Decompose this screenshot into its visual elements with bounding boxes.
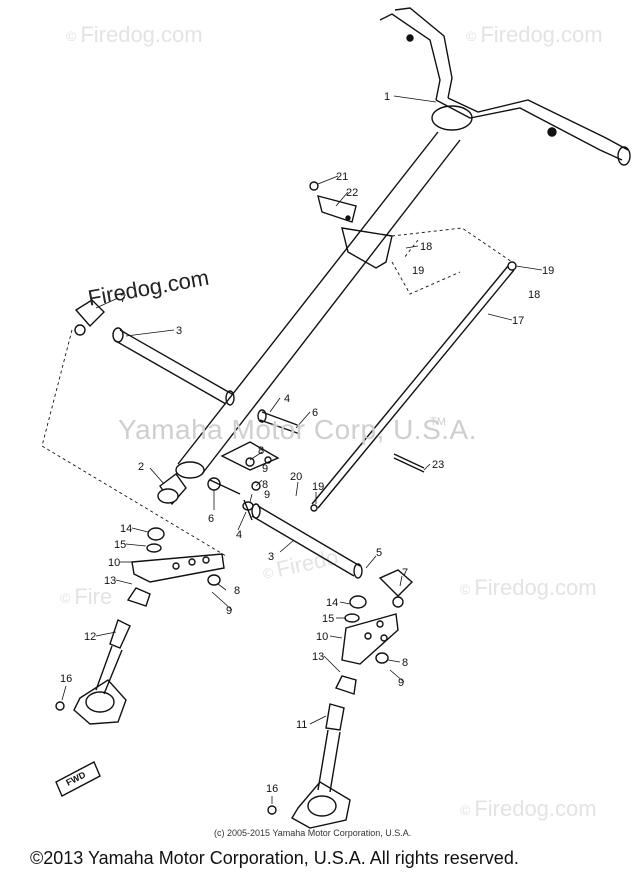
callout-13-right: 13 xyxy=(312,651,324,663)
leader-lines xyxy=(61,95,543,804)
callout-9-c: 9 xyxy=(398,677,404,689)
callout-3-lower: 3 xyxy=(268,551,274,563)
callout-12: 12 xyxy=(84,631,96,643)
callout-8-d: 8 xyxy=(402,657,408,669)
callout-10-left: 10 xyxy=(108,557,120,569)
callout-14-right: 14 xyxy=(326,597,338,609)
callout-19-b: 19 xyxy=(542,265,554,277)
bushing xyxy=(157,473,187,506)
footer-copyright: ©2013 Yamaha Motor Corporation, U.S.A. A… xyxy=(30,848,519,868)
callout-23: 23 xyxy=(432,459,444,471)
callout-1: 1 xyxy=(384,91,390,103)
spindle-left xyxy=(73,587,151,725)
bolt-16 xyxy=(55,701,277,815)
watermark-mid-left: ©Fire xyxy=(60,584,113,609)
watermark-tm: TM xyxy=(430,416,446,428)
reference-lines xyxy=(41,227,513,557)
callout-8-c: 8 xyxy=(234,585,240,597)
tie-rod-end-upper xyxy=(74,299,105,336)
column-clamp xyxy=(309,181,393,269)
watermark-top-right: ©Firedog.com xyxy=(466,22,603,47)
pull-rod xyxy=(310,261,517,512)
pin xyxy=(393,453,425,473)
watermark-bottom-right: ©Firedog.com xyxy=(460,796,597,821)
callout-7-lower: 7 xyxy=(402,567,408,579)
callout-8-a: 8 xyxy=(258,445,264,457)
callout-19-a: 19 xyxy=(412,265,424,277)
callout-9-a: 9 xyxy=(264,489,270,501)
callout-10-right: 10 xyxy=(316,631,328,643)
callout-2: 2 xyxy=(138,461,144,473)
callout-18-b: 18 xyxy=(528,289,540,301)
callout-labels: 1 2 3 3 4 4 5 6 6 7 7 8 8 8 8 9 9 9 9 10… xyxy=(60,91,554,795)
handlebar-steering-column xyxy=(175,7,631,479)
tie-rod-upper xyxy=(112,327,235,406)
watermark-yamaha: Yamaha Motor Corp, U.S.A. xyxy=(118,414,477,445)
callout-5: 5 xyxy=(376,547,382,559)
callout-18-a: 18 xyxy=(420,241,432,253)
callout-15-right: 15 xyxy=(322,613,334,625)
fwd-arrow-icon: FWD xyxy=(55,761,101,797)
small-copyright: (c) 2005-2015 Yamaha Motor Corporation, … xyxy=(214,828,412,838)
knuckle-arm-left xyxy=(131,527,225,586)
callout-4-lower: 4 xyxy=(236,529,242,541)
knuckle-arm-right xyxy=(341,595,399,665)
callout-15-left: 15 xyxy=(114,539,126,551)
callout-3-upper: 3 xyxy=(176,325,182,337)
callout-19-c: 19 xyxy=(312,481,324,493)
watermark-top-left: ©Firedog.com xyxy=(66,22,203,47)
callout-4-upper: 4 xyxy=(284,393,290,405)
callout-20: 20 xyxy=(290,471,302,483)
callout-14-left: 14 xyxy=(120,523,132,535)
callout-11: 11 xyxy=(296,719,307,731)
callout-21: 21 xyxy=(336,171,348,183)
callout-8-b: 8 xyxy=(262,479,268,491)
callout-9-d: 9 xyxy=(262,463,268,475)
callout-6-upper: 6 xyxy=(312,407,318,419)
callout-7-upper: 7 xyxy=(120,293,126,305)
callout-22: 22 xyxy=(346,187,358,199)
callout-9-b: 9 xyxy=(226,605,232,617)
callout-16-right: 16 xyxy=(266,783,278,795)
callout-17: 17 xyxy=(512,315,524,327)
spindle-right xyxy=(291,675,357,829)
watermark-mid-right: ©Firedog.com xyxy=(460,575,597,600)
tie-rod-end-lower xyxy=(378,569,414,608)
column-bolts xyxy=(207,409,301,521)
callout-16-left: 16 xyxy=(60,673,72,685)
tie-rod-lower xyxy=(251,503,363,579)
callout-6-lower: 6 xyxy=(208,513,214,525)
callout-13-left: 13 xyxy=(104,575,116,587)
